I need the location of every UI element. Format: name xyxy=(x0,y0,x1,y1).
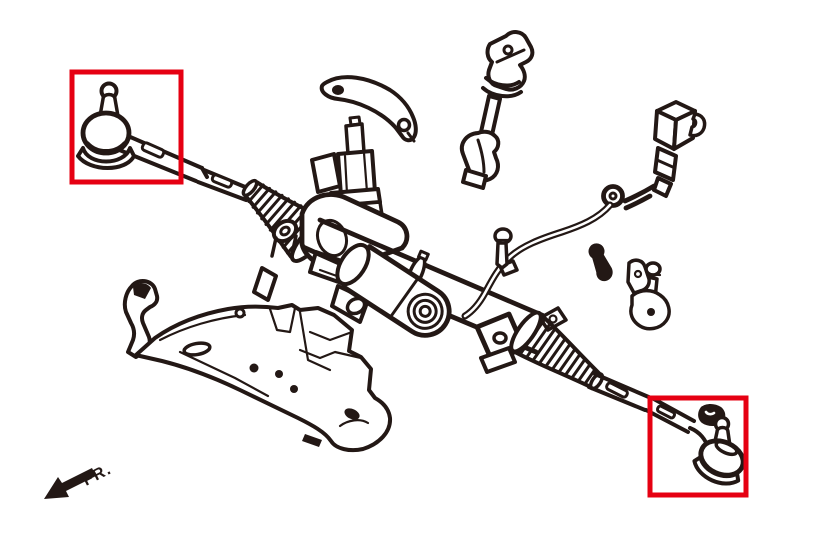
push-clip xyxy=(588,243,613,282)
harness-bracket xyxy=(626,258,671,331)
outer-tie-rod-end-right xyxy=(692,415,746,486)
harness-wire xyxy=(461,201,614,320)
outer-tie-rod-end-left xyxy=(76,81,136,170)
front-direction-arrow: FR. xyxy=(44,461,115,499)
harness-connector xyxy=(601,100,707,211)
highlight-box-left xyxy=(69,69,184,185)
highlight-box-right xyxy=(647,395,749,498)
front-arrow-icon xyxy=(44,468,96,499)
inner-tie-rod-right xyxy=(587,372,710,450)
mounting-stay xyxy=(319,75,418,143)
front-subframe xyxy=(122,279,393,453)
intermediate-shaft xyxy=(459,30,535,190)
front-direction-label: FR. xyxy=(80,461,115,490)
bolt-upper xyxy=(493,227,513,270)
eps-motor xyxy=(335,242,452,338)
